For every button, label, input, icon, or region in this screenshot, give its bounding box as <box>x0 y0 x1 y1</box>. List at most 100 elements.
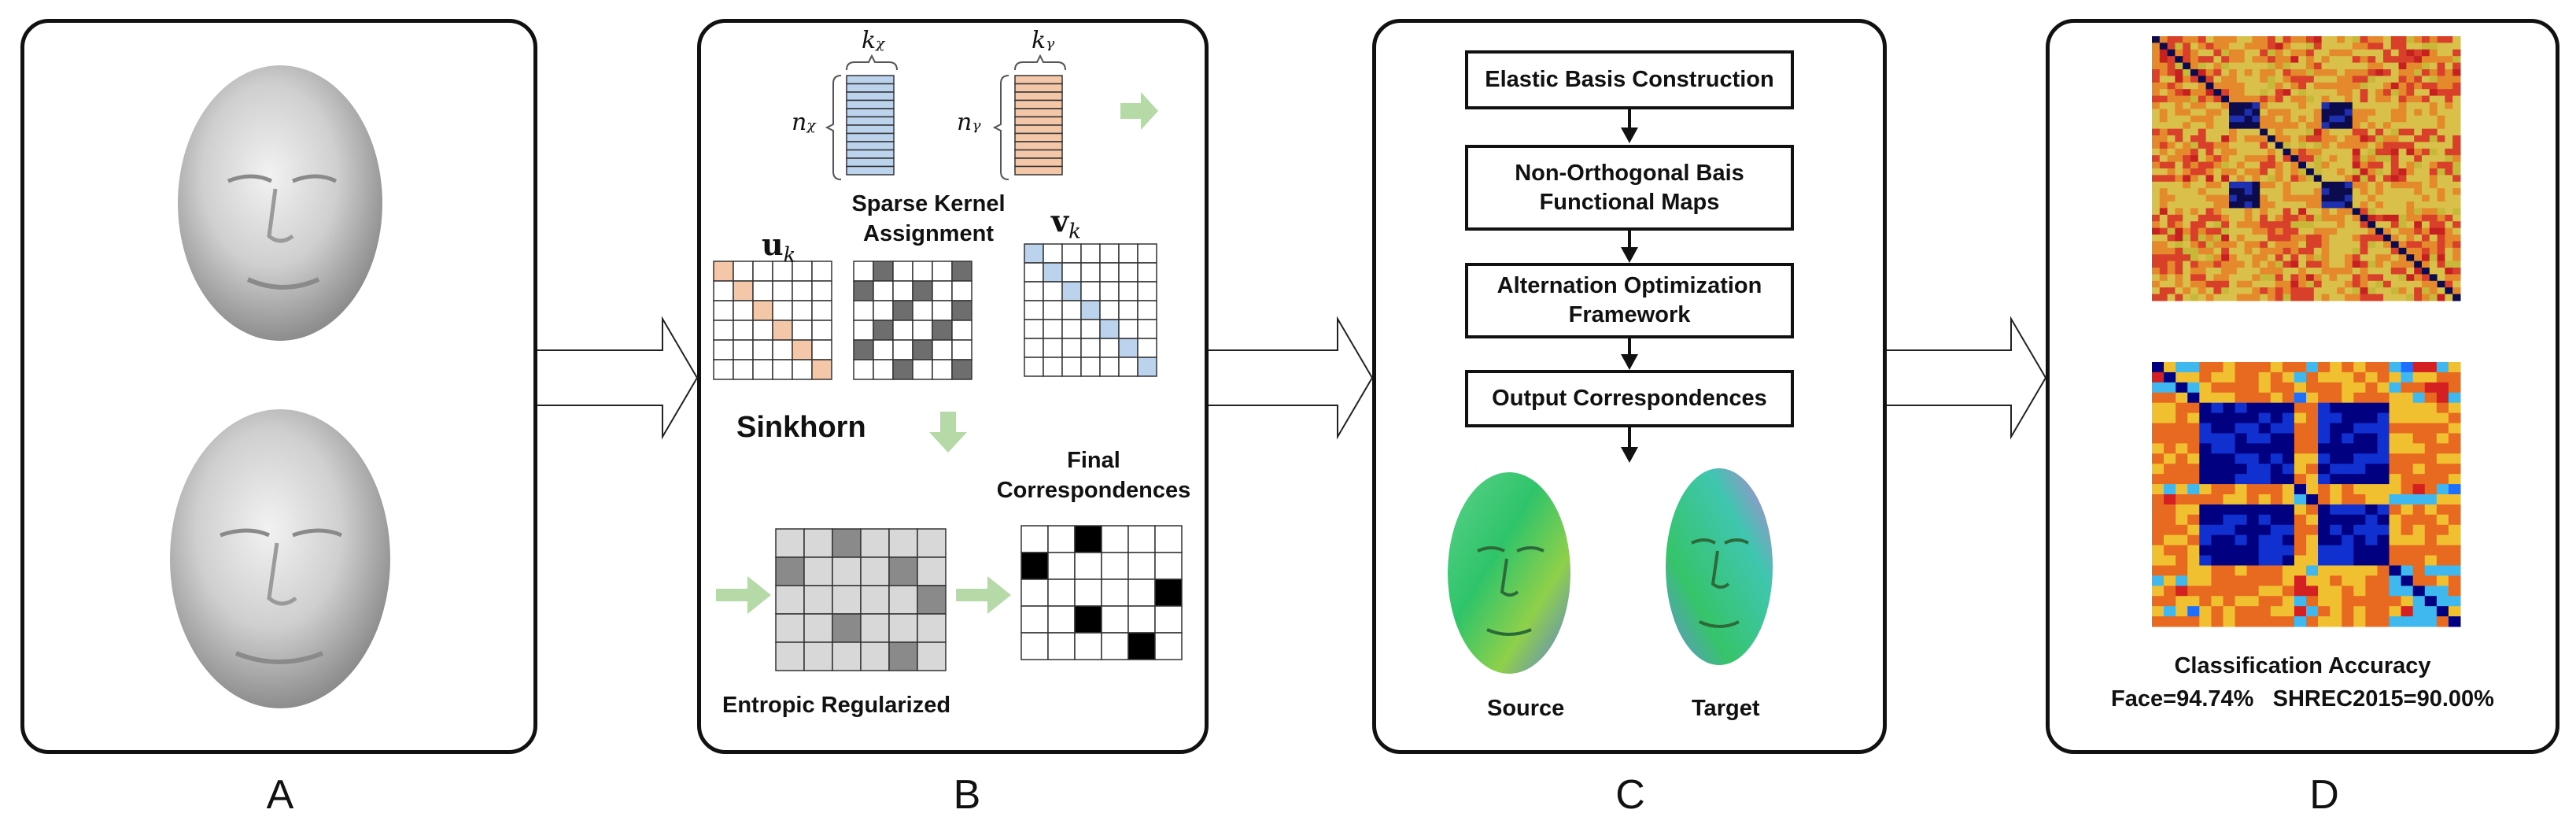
heat-cell <box>2229 280 2238 288</box>
heat-cell <box>2313 201 2323 209</box>
heat-cell <box>2246 504 2260 516</box>
heat-cell <box>2290 62 2299 70</box>
heat-cell <box>2377 606 2390 617</box>
heat-cell <box>2313 247 2323 255</box>
heat-cell <box>2406 235 2415 242</box>
heat-cell <box>2330 586 2342 597</box>
heat-cell <box>2330 423 2342 434</box>
grid-cell <box>1101 605 1129 634</box>
heat-cell <box>2390 43 2400 50</box>
heat-cell <box>2375 109 2384 116</box>
heat-cell <box>2390 49 2400 57</box>
heat-cell <box>2159 235 2168 242</box>
heat-cell <box>2412 524 2426 536</box>
heat-cell <box>2367 95 2376 103</box>
heat-cell <box>2290 69 2299 76</box>
heat-cell <box>2389 514 2402 526</box>
heat-cell <box>2270 433 2283 444</box>
heat-cell <box>2175 254 2183 262</box>
heat-cell <box>2235 412 2248 424</box>
heat-cell <box>2406 102 2415 109</box>
heat-cell <box>2383 115 2392 123</box>
heat-cell <box>2211 606 2224 617</box>
heat-cell <box>2159 194 2168 202</box>
heat-cell <box>2198 43 2207 50</box>
heat-cell <box>2290 82 2299 90</box>
heat-cell <box>2221 194 2230 202</box>
heat-cell <box>2221 261 2230 268</box>
heat-cell <box>2298 76 2307 83</box>
heat-cell <box>2306 76 2315 83</box>
heat-cell <box>2345 268 2353 275</box>
heat-cell <box>2152 175 2161 183</box>
heat-cell <box>2414 168 2423 176</box>
heat-cell <box>2187 565 2200 576</box>
heat-cell <box>2337 89 2345 97</box>
heat-cell <box>2353 474 2366 485</box>
heat-cell <box>2190 109 2199 116</box>
heat-cell <box>2437 181 2445 189</box>
heat-cell <box>2229 168 2238 176</box>
heat-cell <box>2260 221 2268 229</box>
grid-cell <box>811 280 832 301</box>
heat-cell <box>2183 36 2191 43</box>
heat-cell <box>2152 161 2161 169</box>
heat-cell <box>2187 402 2200 414</box>
heat-cell <box>2365 534 2378 546</box>
heat-cell <box>2183 294 2191 301</box>
heat-cell <box>2183 76 2191 83</box>
heat-cell <box>2429 155 2438 163</box>
heat-cell <box>2282 453 2295 464</box>
grid-cell <box>1154 632 1183 660</box>
heat-cell <box>2445 76 2453 83</box>
heat-cell <box>2223 534 2236 546</box>
heat-cell <box>2282 412 2295 424</box>
grid-cell <box>1101 552 1129 580</box>
heat-cell <box>2424 586 2438 597</box>
heat-cell <box>2152 36 2161 43</box>
heat-cell <box>2353 586 2366 597</box>
heat-cell <box>2406 175 2415 183</box>
heat-cell <box>2422 62 2430 70</box>
heat-cell <box>2159 36 2168 43</box>
heat-cell <box>2167 201 2176 209</box>
heat-cell <box>2437 294 2445 301</box>
heat-cell <box>2448 555 2461 566</box>
heat-cell <box>2260 69 2268 76</box>
heat-cell <box>2452 36 2461 43</box>
green-arrow-right-left <box>716 576 771 614</box>
heat-cell <box>2398 175 2407 183</box>
heat-cell <box>2176 402 2188 414</box>
heat-cell <box>2429 194 2438 202</box>
heat-cell <box>2345 56 2353 64</box>
heat-cell <box>2412 565 2426 576</box>
accuracy-values: Face=94.74% SHREC2015=90.00% <box>2111 686 2494 712</box>
heat-cell <box>2436 371 2449 383</box>
heat-cell <box>2175 95 2183 103</box>
heat-cell <box>2313 95 2323 103</box>
grid-cell <box>951 320 972 341</box>
heat-cell <box>2260 155 2268 163</box>
heat-cell <box>2436 524 2449 536</box>
heat-cell <box>2352 128 2361 136</box>
heat-cell <box>2429 235 2438 242</box>
heat-cell <box>2398 247 2407 255</box>
heat-cell <box>2187 453 2200 464</box>
heat-cell <box>2159 214 2168 222</box>
heat-cell <box>2258 362 2272 373</box>
heat-cell <box>2252 294 2260 301</box>
heat-cell <box>2345 261 2353 268</box>
heat-cell <box>2275 109 2284 116</box>
heat-cell <box>2190 235 2199 242</box>
heat-cell <box>2275 76 2284 83</box>
heat-cell <box>2190 95 2199 103</box>
heat-cell <box>2401 565 2414 576</box>
heat-cell <box>2383 241 2392 249</box>
heat-cell <box>2352 194 2361 202</box>
heat-cell <box>2221 122 2230 130</box>
heat-cell <box>2176 382 2188 394</box>
heat-cell <box>2270 453 2283 464</box>
heat-cell <box>2258 514 2272 526</box>
heat-cell <box>2221 128 2230 136</box>
heat-cell <box>2337 142 2345 150</box>
